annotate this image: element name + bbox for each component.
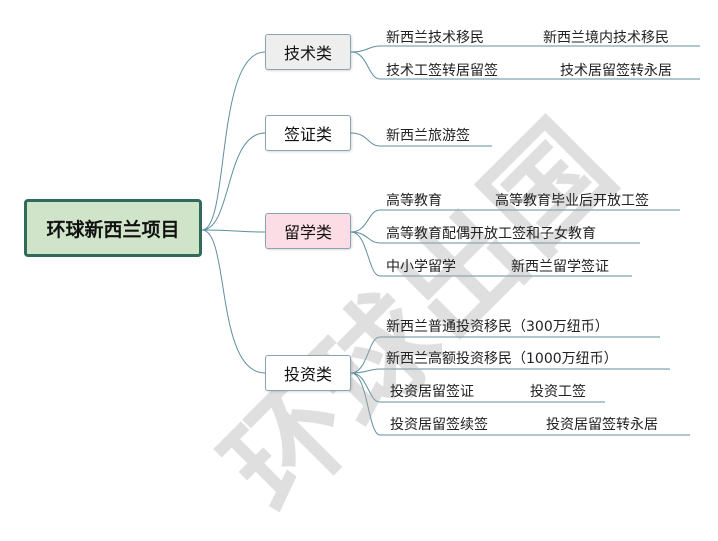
leaf-item: 技术居留签转永居 (560, 63, 672, 79)
leaf-item: 技术工签转居留签 (386, 63, 498, 79)
leaf-item: 中小学留学 (386, 259, 456, 275)
leaf-item: 投资居留签续签 (390, 417, 488, 433)
leaf-item: 投资居留签证 (390, 384, 474, 400)
category-node-investment[interactable]: 投资类 (265, 355, 351, 391)
leaf-item: 高等教育毕业后开放工签 (495, 193, 649, 209)
leaf-item: 新西兰普通投资移民（300万纽币） (386, 319, 609, 335)
category-node-study[interactable]: 留学类 (265, 213, 351, 249)
root-node[interactable]: 环球新西兰项目 (24, 199, 202, 257)
leaf-item: 新西兰技术移民 (386, 30, 484, 46)
leaf-item: 投资工签 (530, 384, 586, 400)
category-node-visa[interactable]: 签证类 (265, 115, 351, 151)
leaf-item: 新西兰留学签证 (511, 259, 609, 275)
connector-lines (201, 45, 700, 436)
leaf-item: 投资居留签转永居 (546, 417, 658, 433)
category-node-technical[interactable]: 技术类 (265, 34, 351, 70)
leaf-item: 高等教育配偶开放工签和子女教育 (386, 226, 596, 242)
leaf-item: 新西兰境内技术移民 (543, 30, 669, 46)
leaf-item: 新西兰高额投资移民（1000万纽币） (386, 351, 618, 367)
leaf-item: 新西兰旅游签 (386, 128, 470, 144)
leaf-item: 高等教育 (386, 193, 442, 209)
